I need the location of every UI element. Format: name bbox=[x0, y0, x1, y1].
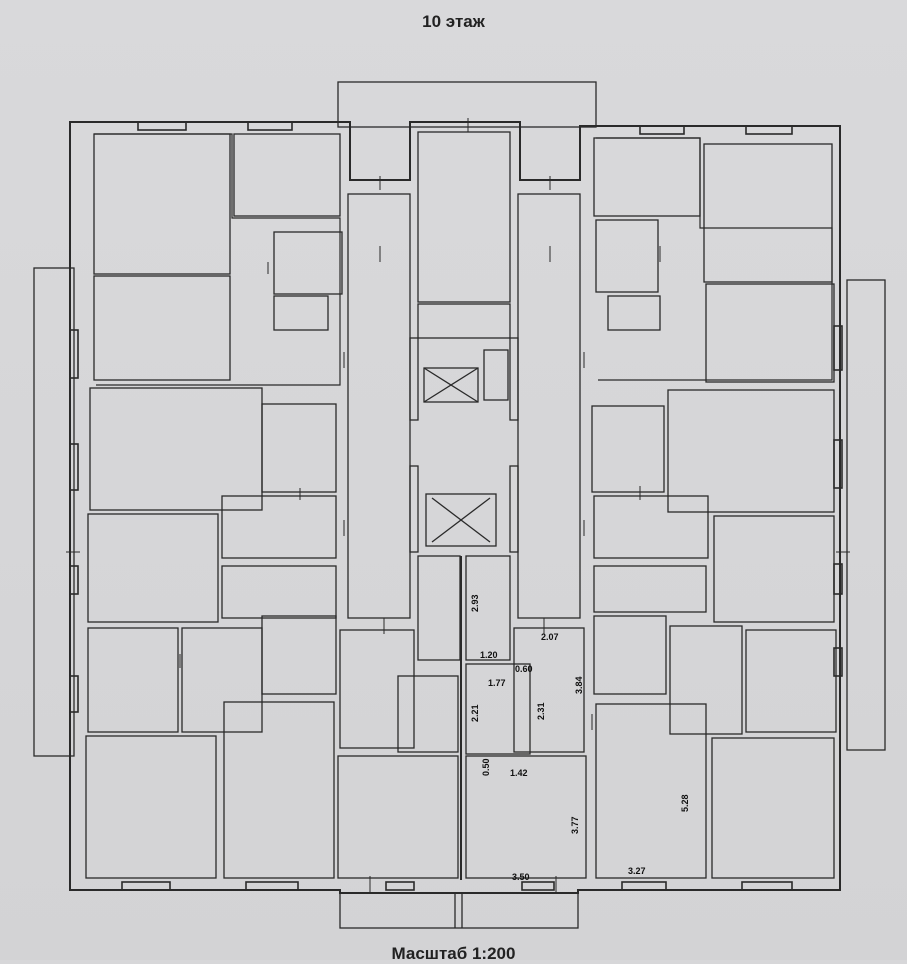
room bbox=[591, 405, 665, 493]
stair-shaft bbox=[417, 131, 511, 303]
elevator-upper bbox=[423, 367, 479, 403]
room bbox=[87, 513, 219, 623]
dim-label: 2.07 bbox=[541, 632, 559, 642]
room bbox=[593, 137, 701, 217]
dim-label: 3.27 bbox=[628, 866, 646, 876]
dim-label: 5.28 bbox=[680, 794, 690, 812]
room bbox=[593, 495, 709, 559]
floor-title: 10 этаж bbox=[422, 12, 485, 31]
dim-label: 1.20 bbox=[480, 650, 498, 660]
room bbox=[705, 283, 835, 383]
room bbox=[607, 295, 661, 331]
corridor-left bbox=[347, 193, 411, 619]
room bbox=[595, 219, 659, 293]
scale-label: Масштаб 1:200 bbox=[391, 944, 516, 963]
dim-label: 1.42 bbox=[510, 768, 528, 778]
dim-label: 2.93 bbox=[470, 594, 480, 612]
small-shaft bbox=[483, 349, 509, 401]
room bbox=[87, 627, 179, 733]
room bbox=[703, 143, 833, 283]
room bbox=[745, 629, 837, 733]
dim-label: 1.77 bbox=[488, 678, 506, 688]
dim-label: 3.50 bbox=[512, 872, 530, 882]
core-room bbox=[417, 303, 511, 339]
room bbox=[593, 615, 667, 695]
room bbox=[595, 703, 707, 879]
dim-label: 3.77 bbox=[570, 816, 580, 834]
room bbox=[221, 495, 337, 559]
room bbox=[667, 389, 835, 513]
dim-label: 2.31 bbox=[536, 702, 546, 720]
bottom-porch bbox=[339, 892, 579, 929]
hall-rail-right bbox=[509, 337, 519, 421]
room bbox=[181, 627, 263, 733]
dim-label: 0.60 bbox=[515, 664, 533, 674]
room bbox=[261, 403, 337, 493]
room bbox=[261, 615, 337, 695]
room bbox=[713, 515, 835, 623]
corridor-right bbox=[517, 193, 581, 619]
dim-label: 0.50 bbox=[481, 758, 491, 776]
room bbox=[593, 565, 707, 613]
outer-wall bbox=[69, 121, 841, 894]
left-balcony bbox=[33, 267, 75, 757]
top-entrance-projection bbox=[337, 81, 597, 128]
room bbox=[93, 133, 231, 275]
hall-rail-right-lower bbox=[509, 465, 519, 553]
elevator-lower bbox=[425, 493, 497, 547]
hall-rail-left-lower bbox=[409, 465, 419, 553]
hall-rail-left bbox=[409, 337, 419, 421]
room bbox=[233, 133, 341, 217]
lobby-right bbox=[465, 755, 587, 879]
dim-label: 3.84 bbox=[574, 676, 584, 694]
right-balcony bbox=[846, 279, 886, 751]
room bbox=[711, 737, 835, 879]
room bbox=[223, 701, 335, 879]
room bbox=[93, 275, 231, 381]
room bbox=[273, 295, 329, 331]
room bbox=[89, 387, 263, 511]
dim-label: 2.21 bbox=[470, 704, 480, 722]
room bbox=[85, 735, 217, 879]
room bbox=[273, 231, 343, 295]
room bbox=[221, 565, 337, 619]
lobby-left bbox=[337, 755, 459, 879]
